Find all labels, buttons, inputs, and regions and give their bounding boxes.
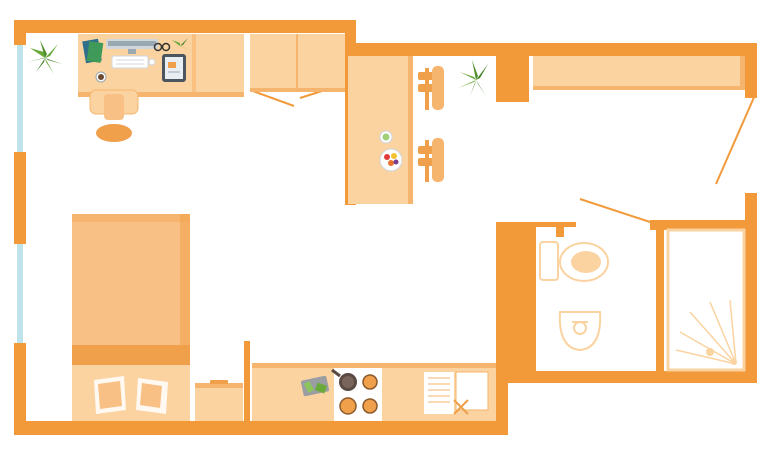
cup bbox=[379, 130, 393, 144]
shower-tray bbox=[666, 228, 746, 372]
door-swing-wardrobe-left bbox=[249, 89, 295, 107]
wall-top-right bbox=[345, 43, 757, 56]
bar-stool bbox=[418, 138, 444, 182]
washbasin bbox=[558, 311, 602, 352]
fruit-bowl bbox=[379, 148, 403, 172]
monitor bbox=[106, 39, 158, 54]
wall-left-mid bbox=[14, 152, 26, 244]
door-swing-entry bbox=[715, 94, 756, 185]
wall-left-lower bbox=[14, 343, 26, 433]
wall-bath-left-block bbox=[508, 222, 536, 383]
door-swings bbox=[249, 83, 756, 223]
window-left-bottom bbox=[17, 244, 23, 343]
wall-right-upper bbox=[745, 43, 757, 98]
entry-shelf bbox=[533, 56, 745, 90]
wall-shower-divider bbox=[656, 230, 664, 378]
wall-top-left bbox=[14, 20, 356, 33]
bed bbox=[72, 214, 190, 421]
coffee-cup bbox=[95, 71, 107, 83]
sink bbox=[424, 371, 489, 415]
bar-stool bbox=[418, 66, 444, 110]
wall-bath-top bbox=[536, 222, 576, 227]
wall-right-lower bbox=[745, 193, 757, 383]
stove bbox=[334, 368, 382, 421]
wall-left-upper bbox=[14, 20, 26, 45]
wall-bath-top-right bbox=[650, 220, 757, 230]
glasses bbox=[153, 42, 171, 52]
nightstand bbox=[195, 380, 243, 421]
plant-small bbox=[172, 38, 190, 52]
pillow bbox=[136, 378, 168, 414]
keyboard bbox=[111, 55, 149, 69]
wall-kitchen-post bbox=[244, 341, 250, 431]
wall-bath-divider bbox=[556, 227, 564, 237]
wall-bottom bbox=[14, 421, 508, 435]
books bbox=[82, 38, 104, 64]
frying-pan bbox=[331, 368, 357, 391]
bar-counter bbox=[348, 56, 413, 204]
tablet bbox=[162, 54, 186, 82]
wall-hall-block bbox=[496, 43, 529, 102]
toilet bbox=[539, 241, 609, 282]
door-swing-bathroom bbox=[579, 198, 651, 223]
window-left-top bbox=[17, 45, 23, 152]
plant bbox=[28, 40, 62, 74]
wall-bath-left bbox=[496, 222, 508, 435]
wardrobe bbox=[250, 34, 345, 92]
desk-chair bbox=[89, 89, 139, 142]
cutting-board bbox=[300, 375, 330, 397]
pillow bbox=[94, 376, 126, 414]
wall-bath-bottom bbox=[496, 371, 757, 383]
plant bbox=[458, 60, 494, 96]
mouse bbox=[148, 58, 156, 66]
